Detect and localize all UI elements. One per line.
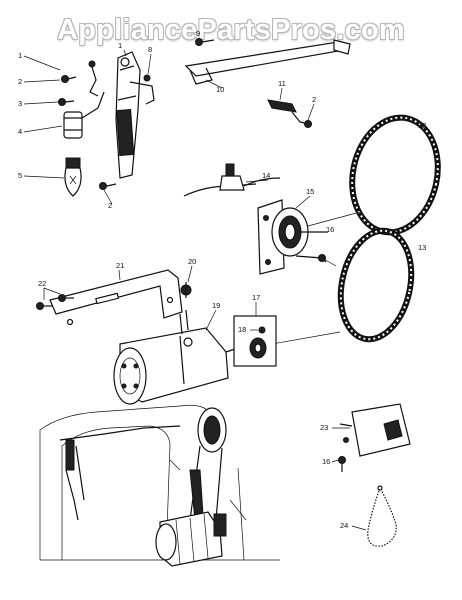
motor-19[interactable]: [113, 309, 239, 405]
callout-17: 17: [252, 293, 260, 302]
lamp-bracket-assembly[interactable]: [115, 51, 155, 179]
wire-harness[interactable]: [183, 163, 281, 197]
presser-bar-lever[interactable]: [184, 38, 351, 85]
internal-linkage[interactable]: [59, 425, 181, 521]
bracket-small[interactable]: [267, 99, 312, 128]
callout-1a: 1: [18, 51, 22, 60]
callout-2a: 2: [18, 77, 22, 86]
screw-set-top-left[interactable]: [58, 60, 151, 190]
callout-2c: 2: [312, 95, 316, 104]
belt-12[interactable]: [342, 110, 448, 241]
screw-16b[interactable]: [338, 456, 346, 473]
lower-pulley-belt[interactable]: [189, 407, 227, 531]
callout-18: 18: [238, 325, 246, 334]
callout-20: 20: [188, 257, 196, 266]
callout-16b: 16: [322, 457, 330, 466]
belt-13[interactable]: [331, 224, 420, 346]
callout-1b: 1: [118, 41, 122, 50]
motor-pulley-kit[interactable]: [233, 315, 277, 367]
callout-22: 22: [38, 279, 46, 288]
screw-set-22[interactable]: [36, 294, 75, 310]
callout-4: 4: [18, 127, 22, 136]
callout-11: 11: [278, 79, 286, 88]
callout-14: 14: [262, 171, 270, 180]
callout-24: 24: [340, 521, 348, 530]
lamp-socket[interactable]: [63, 91, 105, 139]
callout-5: 5: [18, 171, 22, 180]
callout-10: 10: [216, 85, 224, 94]
callout-21: 21: [116, 261, 124, 270]
callout-16a: 16: [326, 225, 334, 234]
callout-19: 19: [212, 301, 220, 310]
callout-labels: 1 1 8 9 2 3 4 5 2 10 11 2 12 14 15 16 13…: [18, 29, 426, 530]
callout-3: 3: [18, 99, 22, 108]
callout-pointers: [23, 49, 367, 531]
motor-bracket[interactable]: [49, 269, 183, 326]
chain-24[interactable]: [367, 485, 397, 547]
callout-23: 23: [320, 423, 328, 432]
watermark: AppliancePartsPros.com: [57, 14, 405, 46]
switch-23[interactable]: [339, 403, 411, 457]
callout-9: 9: [196, 29, 200, 38]
pulley-bracket-15[interactable]: [257, 199, 328, 275]
light-bulb[interactable]: [64, 157, 82, 197]
lower-motor[interactable]: [155, 511, 227, 567]
callout-13: 13: [418, 243, 426, 252]
callout-12: 12: [418, 121, 426, 130]
screw-20[interactable]: [180, 282, 192, 298]
callout-15: 15: [306, 187, 314, 196]
callout-2b: 2: [108, 201, 112, 210]
callout-8: 8: [148, 45, 152, 54]
